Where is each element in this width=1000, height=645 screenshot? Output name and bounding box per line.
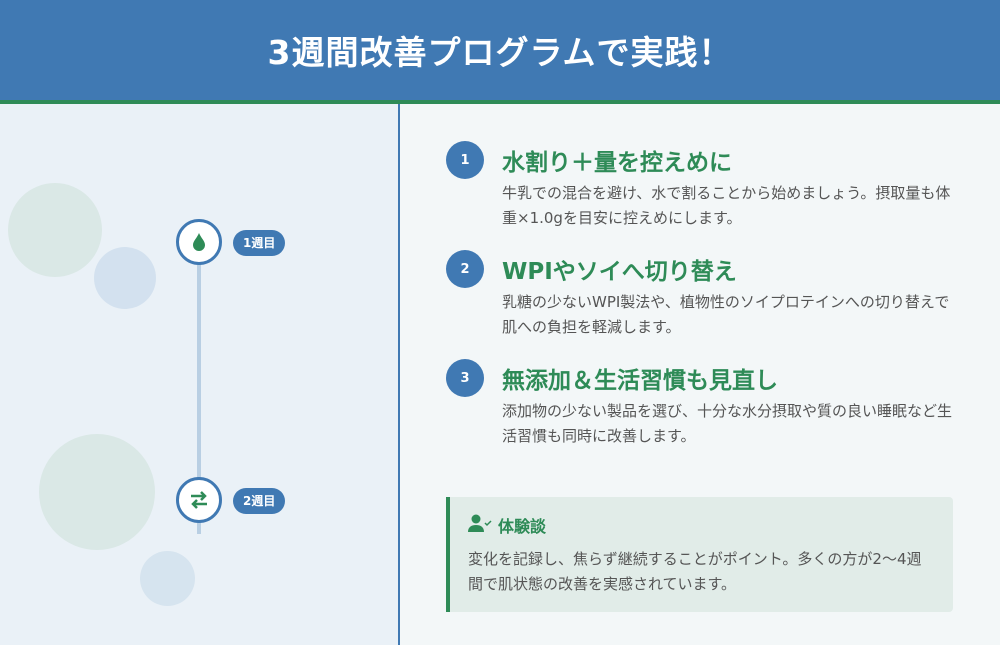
- step-number: 2: [446, 250, 484, 288]
- decor-circle: [140, 551, 195, 606]
- step-number: 1: [446, 141, 484, 179]
- testimonial-body: 変化を記録し、焦らず継続することがポイント。多くの方が2〜4週間で肌状態の改善を…: [468, 550, 922, 593]
- decor-circle: [39, 434, 155, 550]
- swap-arrows-icon: [176, 477, 222, 523]
- water-drop-icon: [176, 219, 222, 265]
- step-title: 無添加＆生活習慣も見直し: [502, 368, 778, 394]
- decor-circle: [8, 183, 102, 277]
- divider: [398, 104, 400, 645]
- decor-circle: [94, 247, 156, 309]
- header: 3週間改善プログラムで実践！: [0, 0, 1000, 104]
- week-label: 2週目: [233, 488, 286, 514]
- timeline-line: [197, 264, 201, 534]
- testimonial-title: 体験談: [498, 517, 547, 536]
- page-title: 3週間改善プログラムで実践！: [267, 33, 733, 72]
- testimonial-box: 体験談 変化を記録し、焦らず継続することがポイント。多くの方が2〜4週間で肌状態…: [446, 497, 953, 612]
- user-check-icon: [468, 514, 492, 536]
- step-desc: 牛乳での混合を避け、水で割ることから始めましょう。摂取量も体重×1.0gを目安に…: [502, 184, 951, 227]
- step-title: 水割り＋量を控えめに: [502, 150, 732, 176]
- step-title: WPIやソイへ切り替え: [502, 259, 737, 285]
- step-desc: 添加物の少ない製品を選び、十分な水分摂取や質の良い睡眠など生活習慣も同時に改善し…: [502, 402, 953, 445]
- step-desc: 乳糖の少ないWPI製法や、植物性のソイプロテインへの切り替えで肌への負担を軽減し…: [502, 293, 950, 336]
- step-number: 3: [446, 359, 484, 397]
- timeline-panel: 1週目 2週目: [0, 104, 398, 645]
- week-label: 1週目: [233, 230, 286, 256]
